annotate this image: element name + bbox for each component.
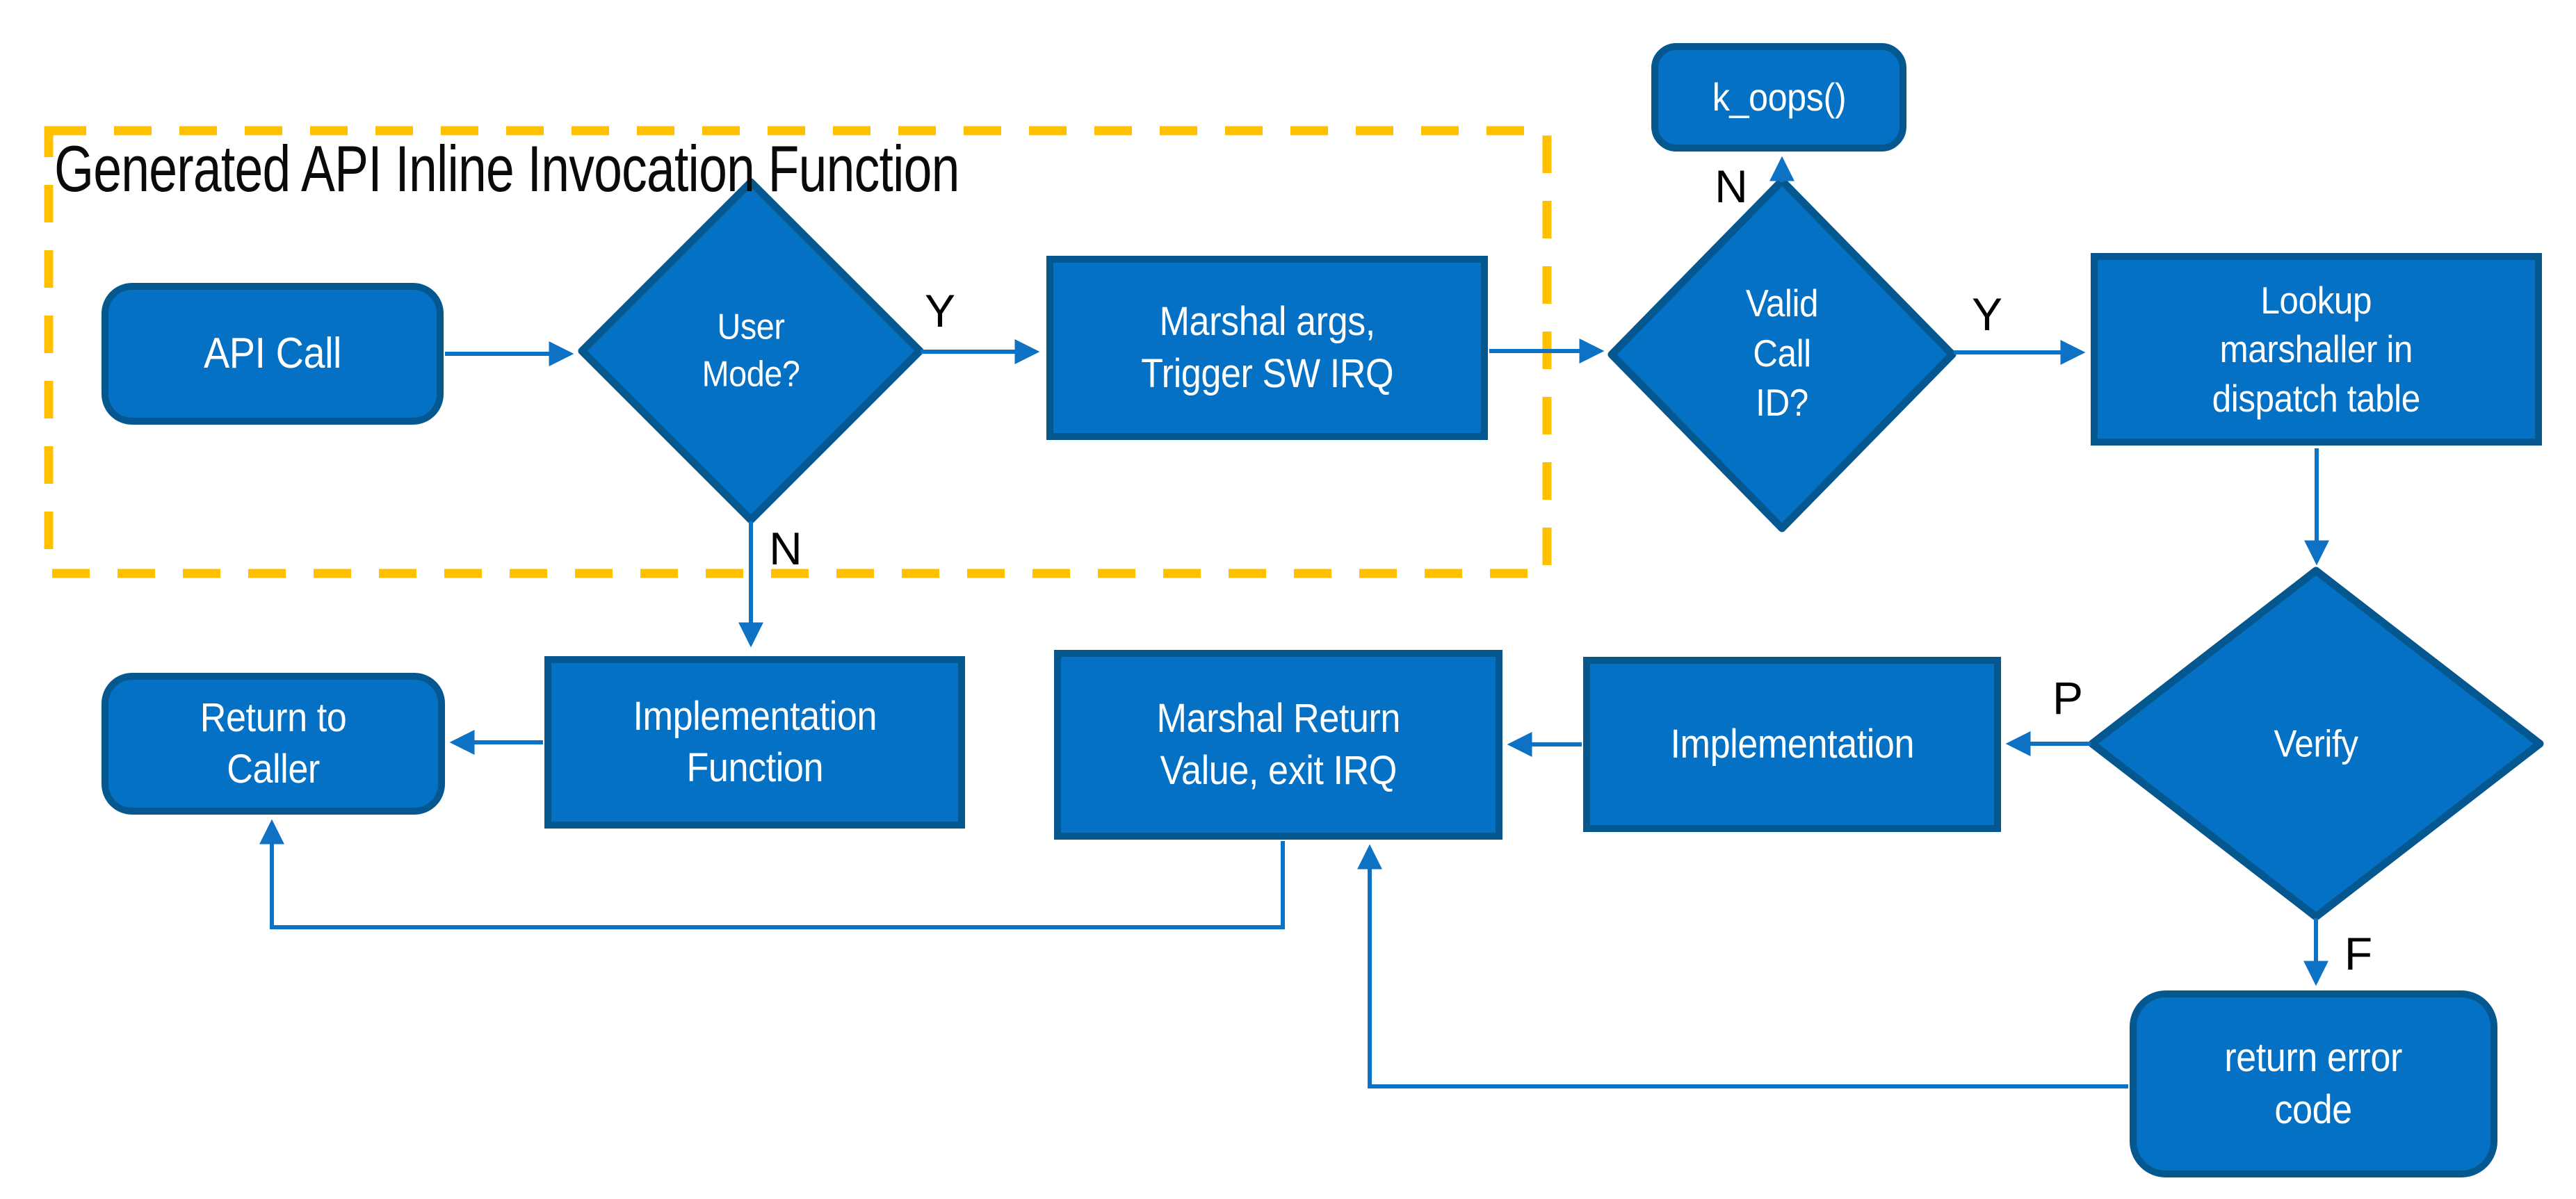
node-lookup-marshaller-label: Lookup marshaller in dispatch table [2212,276,2421,423]
node-lookup-line1: Lookup [2260,278,2372,322]
edge-label-valid-call-no: N [1715,161,1748,212]
node-impl-function: Implementation Function [544,656,965,829]
node-implementation: Implementation [1583,657,2001,832]
node-user-mode-line2: Mode? [702,354,800,394]
node-api-call: API Call [102,283,444,425]
node-user-mode-label: User Mode? [702,304,800,398]
node-user-mode-line1: User [717,307,785,348]
node-valid-call-id-line3: ID? [1756,380,1808,424]
node-k-oops: k_oops() [1651,43,1906,152]
node-marshal-return-label: Marshal Return Value, exit IRQ [1156,693,1400,796]
node-return-error-code: return error code [2130,990,2497,1177]
node-valid-call-id-label: Valid Call ID? [1745,279,1819,428]
node-impl-function-line2: Function [686,745,823,790]
node-valid-call-id-line2: Call [1753,331,1811,375]
node-marshal-args-line2: Trigger SW IRQ [1140,350,1394,396]
node-return-to-caller-line2: Caller [227,747,320,792]
edge-label-valid-call-yes: Y [1971,288,2003,340]
node-verify-label: Verify [2274,721,2358,765]
node-return-to-caller-line1: Return to [200,694,347,740]
node-marshal-return-line2: Value, exit IRQ [1160,747,1397,793]
node-api-call-label: API Call [204,329,341,378]
user-mode-decision-diamond [578,178,924,524]
edge-label-user-mode-no: N [769,523,802,574]
node-return-to-caller: Return to Caller [102,673,445,815]
group-box-title: Generated API Inline Invocation Function [54,132,959,205]
edge-label-verify-pass: P [2052,672,2084,724]
valid-call-id-decision-diamond [1607,177,1957,532]
node-marshal-return-line1: Marshal Return [1156,696,1400,742]
edge-label-user-mode-yes: Y [924,285,956,336]
node-impl-function-line1: Implementation [633,693,877,739]
node-marshal-args: Marshal args, Trigger SW IRQ [1046,256,1488,440]
edge-label-verify-fail: F [2344,928,2373,979]
node-k-oops-label: k_oops() [1712,75,1846,120]
node-valid-call-id-line1: Valid [1745,281,1819,325]
node-return-error-line2: code [2274,1086,2353,1132]
node-lookup-marshaller: Lookup marshaller in dispatch table [2091,253,2542,446]
node-marshal-args-label: Marshal args, Trigger SW IRQ [1141,296,1393,399]
verify-decision-diamond [2088,566,2544,921]
node-return-error-line1: return error [2224,1035,2403,1081]
node-lookup-line2: marshaller in [2219,327,2413,371]
node-impl-function-label: Implementation Function [633,691,877,794]
node-return-to-caller-label: Return to Caller [200,692,347,795]
node-implementation-label: Implementation [1670,721,1914,767]
node-marshal-args-line1: Marshal args, [1159,299,1375,345]
node-lookup-line3: dispatch table [2212,376,2421,420]
edge-marshal-return-to-return-to-caller [259,819,1285,929]
node-marshal-return: Marshal Return Value, exit IRQ [1054,650,1502,840]
node-return-error-code-label: return error code [2225,1032,2403,1135]
edge-return-error-to-marshal-return [1357,844,2128,1088]
